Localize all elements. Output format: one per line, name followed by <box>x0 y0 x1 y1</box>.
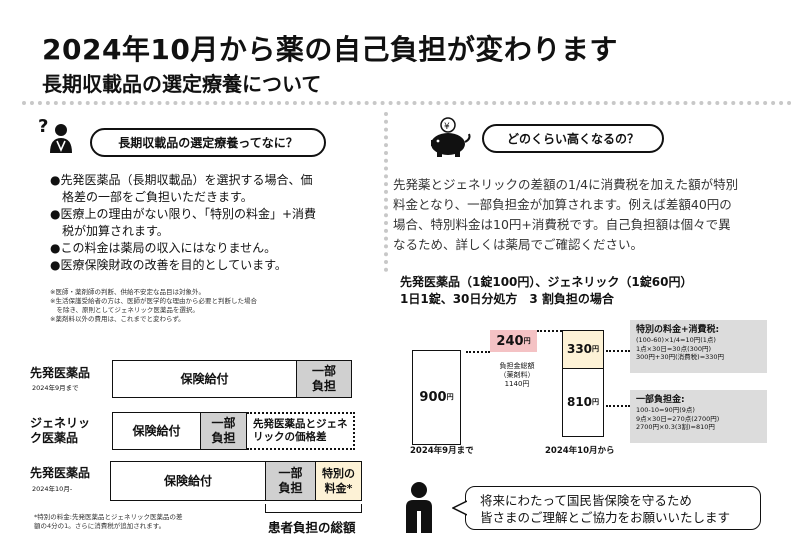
calc-line: 9点×30日=270点(2700円) <box>636 414 720 423</box>
row1-sublabel: 2024年9月まで <box>32 384 79 392</box>
paragraph-line: 先発薬とジェネリックの差額の1/4に消費税を加えた額が特別 <box>393 177 739 192</box>
leader-line <box>466 351 490 353</box>
before-label: 2024年9月まで <box>410 446 474 456</box>
diff-unit: 円 <box>523 336 531 345</box>
bubble-tail <box>452 500 467 516</box>
paragraph-line: 場合、特別料金は10円+消費税です。自己負担額は個々で異 <box>393 217 731 232</box>
calc-line: 2700円×0.3(3割)=810円 <box>636 423 715 431</box>
notes-list: ※医師・薬剤師の判断、供給不安定な品目は対象外。 ※生活保護受給者の方は、医師が… <box>50 288 257 324</box>
svg-text:?: ? <box>38 117 48 137</box>
note-line: ※生活保護受給者の方は、医師が医学的な理由から必要と判断した場合 <box>50 297 257 305</box>
row2-insured: 保険給付 <box>132 423 181 438</box>
row2-price-gap: 先発医薬品とジェネ リックの価格差 <box>247 412 355 450</box>
bullet-list: ●先発医薬品（長期収載品）を選択する場合、価 格差の一部をご負担いただきます。 … <box>50 172 316 274</box>
note-line: ※薬剤料以外の費用は、これまでと変わらず。 <box>50 315 185 323</box>
svg-text:¥: ¥ <box>444 122 450 132</box>
calc-line: 100-10=90円(9点) <box>636 406 695 414</box>
bars-footnote: *特別の料金:先発医薬品とジェネリック医薬品の差 額の4分の1。さらに消費税が追… <box>34 513 183 530</box>
calc-line: 1点×30日=30点(300円) <box>636 344 712 353</box>
box1-title: 特別の料金+消費税: <box>636 325 720 335</box>
row3-special-fee: 特別の 料金* <box>315 462 361 500</box>
person-icon <box>406 482 432 533</box>
after-bottom-unit: 円 <box>592 397 600 406</box>
total-cost-caption: 負担金総額 （薬剤料） 1140円 <box>499 362 535 388</box>
divider-horizontal <box>22 101 792 105</box>
explanation-paragraph: 先発薬とジェネリックの差額の1/4に消費税を加えた額が特別 料金となり、一部負担… <box>393 175 738 255</box>
message-line: 皆さまのご理解とご協力をお願いいたします <box>480 510 731 525</box>
paragraph-line: なるため、詳しくは薬局でご確認ください。 <box>393 237 644 252</box>
question-person-icon: ? <box>38 117 72 153</box>
row2-label: ジェネリッ ク医薬品 <box>30 416 91 445</box>
page-title: 2024年10月から薬の自己負担が変わります <box>42 33 618 66</box>
leader-line <box>606 405 630 407</box>
divider-vertical <box>384 112 388 272</box>
paragraph-line: 料金となり、一部負担金が加算されます。例えば差額40円の <box>393 197 732 212</box>
example-line: 1日1錠、30日分処方 3 割負担の場合 <box>400 292 614 306</box>
box2-title: 一部負担金: <box>636 395 685 405</box>
row2-copay: 一部 負担 <box>200 413 246 449</box>
row3-copay: 一部 負担 <box>265 462 315 500</box>
row1-copay: 一部 負担 <box>296 361 351 397</box>
bullet-line: ●医療上の理由がない限り、「特別の料金」+消費 <box>50 207 317 221</box>
bullet-line: ●医療保険財政の改善を目的としています。 <box>50 258 287 272</box>
after-top-unit: 円 <box>592 345 600 353</box>
page-subtitle: 長期収載品の選定療養について <box>42 72 322 96</box>
note-line: ※医師・薬剤師の判断、供給不安定な品目は対象外。 <box>50 288 205 296</box>
row2-bar: 保険給付 一部 負担 <box>112 412 247 450</box>
message-bubble: 将来にわたって国民皆保険を守るため 皆さまのご理解とご協力をお願いいたします <box>465 486 761 530</box>
before-unit: 円 <box>446 393 454 401</box>
section-heading-pill-left: 長期収載品の選定療養ってなに？ <box>90 128 326 157</box>
bullet-line: ●先発医薬品（長期収載品）を選択する場合、価 <box>50 173 313 187</box>
total-label: 患者負担の総額 <box>268 520 356 535</box>
after-label: 2024年10月から <box>545 446 615 456</box>
leader-line <box>537 330 562 332</box>
row3-label: 先発医薬品 <box>30 466 91 480</box>
example-conditions: 先発医薬品（1錠100円）、ジェネリック（1錠60円） 1日1錠、30日分処方 … <box>400 274 692 308</box>
message-line: 将来にわたって国民皆保険を守るため <box>480 493 692 508</box>
total-bracket <box>265 504 362 513</box>
bullet-line: 格差の一部をご負担いただきます。 <box>50 190 253 204</box>
row3-insured: 保険給付 <box>163 473 212 488</box>
before-value: 900 <box>419 390 447 405</box>
row1-label: 先発医薬品 <box>30 366 91 380</box>
section-heading-pill-right: どのくらい高くなるの？ <box>482 124 664 153</box>
calc-line: 300円+30円(消費税)=330円 <box>636 353 725 361</box>
bullet-line: ●この料金は薬局の収入にはなりません。 <box>50 241 277 255</box>
example-line: 先発医薬品（1錠100円）、ジェネリック（1錠60円） <box>400 275 693 289</box>
leader-line <box>606 350 630 352</box>
after-bottom-value: 810 <box>566 394 593 409</box>
row1-insured: 保険給付 <box>180 371 229 386</box>
piggy-bank-icon: ¥ <box>431 117 471 157</box>
note-line: を除き、原則としてジェネリック医薬品を選択。 <box>50 306 199 314</box>
bullet-line: 税が加算されます。 <box>50 224 169 238</box>
special-fee-calculation: 特別の料金+消費税: (100-60)×1/4=10円(1点) 1点×30日=3… <box>630 320 767 373</box>
after-top-value: 330 <box>566 342 593 356</box>
copay-calculation: 一部負担金: 100-10=90円(9点) 9点×30日=270点(2700円)… <box>630 390 767 443</box>
row3-sublabel: 2024年10月- <box>32 485 73 493</box>
row1-bar: 保険給付 一部 負担 <box>112 360 352 398</box>
diff-value: 240 <box>496 333 524 349</box>
calc-line: (100-60)×1/4=10円(1点) <box>636 336 716 344</box>
row3-bar: 保険給付 一部 負担 特別の 料金* <box>110 461 362 501</box>
